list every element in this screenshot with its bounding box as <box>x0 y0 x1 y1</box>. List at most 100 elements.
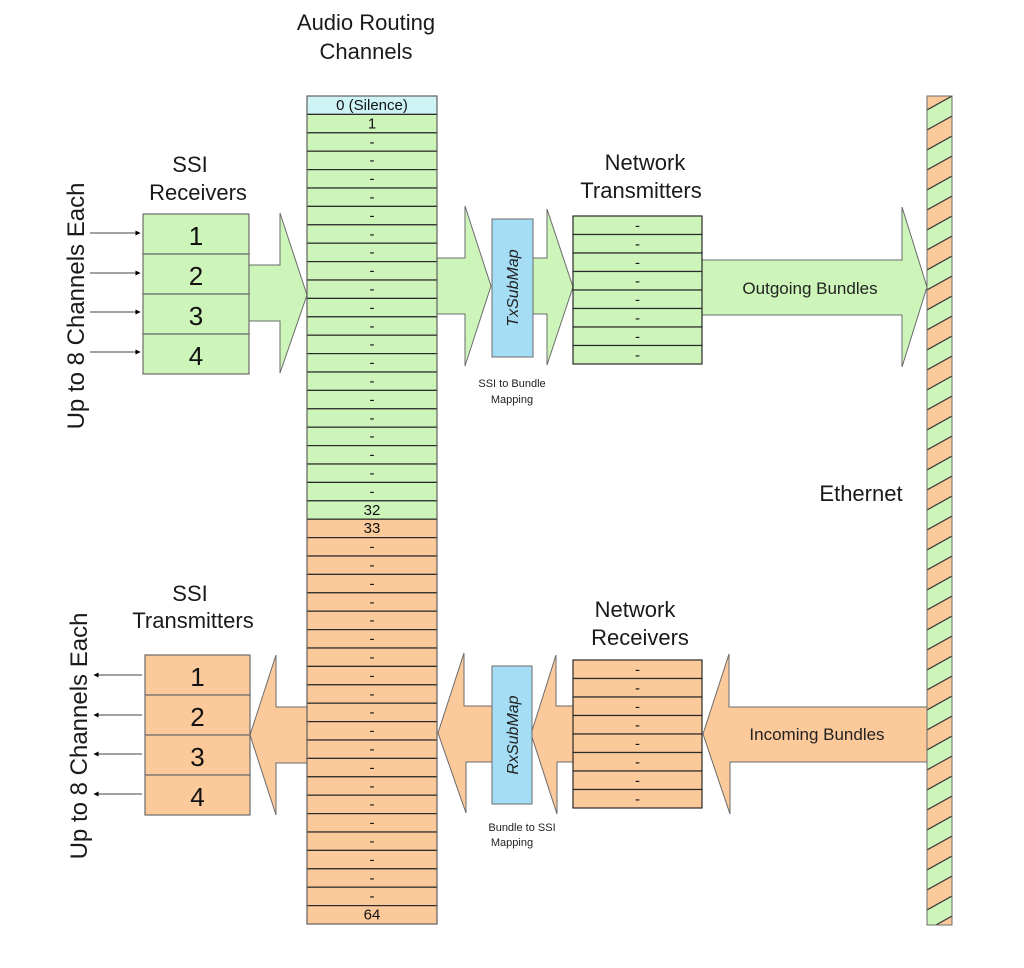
ethernet-stripe <box>927 316 952 350</box>
ethernet-bus <box>926 95 953 926</box>
channel-row: - <box>306 739 438 759</box>
network-receiver-row-label: - <box>635 735 640 752</box>
network-receiver-row: - <box>572 696 703 717</box>
channel-row: - <box>306 389 438 410</box>
network-receiver-row: - <box>572 659 703 680</box>
channel-row-label: - <box>370 612 375 629</box>
txsubmap-to-network-transmitters-arrow <box>531 208 574 366</box>
channel-row: - <box>306 445 438 465</box>
ethernet-stripe <box>927 516 952 550</box>
channel-row: - <box>306 702 438 723</box>
channel-row-label: - <box>370 281 375 298</box>
channel-row-label: - <box>370 318 375 335</box>
channel-row-label: - <box>370 465 375 482</box>
ethernet-label: Ethernet <box>819 481 902 506</box>
ethernet-stripe <box>927 836 952 870</box>
network-transmitters-title-line2: Transmitters <box>580 178 701 203</box>
network-receiver-row-label: - <box>635 772 640 789</box>
channel-row: 64 <box>306 904 438 925</box>
channel-row: - <box>306 536 438 557</box>
network-receivers-title-line1: Network <box>595 597 677 622</box>
channel-row-label: - <box>370 888 375 905</box>
channel-row: - <box>306 463 438 483</box>
channel-row-label: - <box>370 391 375 408</box>
ssi-transmitter: 4 <box>144 774 251 816</box>
channel-row-label: - <box>370 373 375 390</box>
ssi-transmitter-output-arrows <box>93 672 142 797</box>
channel-row: - <box>306 720 438 741</box>
network-transmitter-row: - <box>572 215 703 236</box>
network-receiver-row: - <box>572 733 703 754</box>
incoming-bundles-label: Incoming Bundles <box>749 725 884 744</box>
channel-row: - <box>306 316 438 336</box>
channel-row: - <box>306 665 438 686</box>
network-transmitter-row-label: - <box>635 236 640 253</box>
channel-row-label: 64 <box>364 907 381 924</box>
ssi-transmitter-label: 4 <box>190 782 204 812</box>
ssi-transmitters-side-label: Up to 8 Channels Each <box>66 613 93 860</box>
channel-row-label: - <box>370 833 375 850</box>
network-transmitter-row: - <box>572 307 703 328</box>
ethernet-stripe <box>927 336 952 370</box>
network-receiver-row: - <box>572 714 703 735</box>
channels-to-ssi-transmitters-arrow <box>249 654 308 816</box>
ssi-receiver: 4 <box>142 333 250 375</box>
ethernet-stripe <box>927 396 952 430</box>
ethernet-stripe <box>927 536 952 570</box>
rxsubmap-to-channels-arrow <box>437 652 493 814</box>
ethernet-stripe <box>927 276 952 310</box>
channel-row: - <box>306 886 438 907</box>
channel-row-label: 32 <box>364 502 381 519</box>
txsubmap-box[interactable]: TxSubMap <box>491 218 534 358</box>
ethernet-stripe <box>927 456 952 490</box>
channel-row-label: - <box>370 778 375 795</box>
ssi-receivers-side-label: Up to 8 Channels Each <box>63 183 90 430</box>
ethernet-stripe <box>927 416 952 450</box>
network-receivers-block: -------- <box>572 659 703 809</box>
channel-row: - <box>306 132 438 152</box>
network-receivers-title-line2: Receivers <box>591 625 689 650</box>
network-receiver-row: - <box>572 788 703 809</box>
rxsubmap-label: RxSubMap <box>505 695 522 774</box>
channel-row-label: - <box>370 171 375 188</box>
channel-row-label: - <box>370 741 375 758</box>
ssi-receiver: 1 <box>142 213 250 255</box>
rxsubmap-caption-line1: Bundle to SSI <box>488 822 555 834</box>
channel-row: - <box>306 150 438 171</box>
ethernet-stripe <box>927 436 952 470</box>
channel-row: - <box>306 261 438 281</box>
channel-row-label: - <box>370 152 375 169</box>
network-receiver-row-label: - <box>635 680 640 697</box>
channel-row: - <box>306 297 438 318</box>
channel-row-label: - <box>370 631 375 648</box>
ethernet-stripe <box>927 136 952 170</box>
ethernet-stripe <box>927 156 952 190</box>
channel-row-label: - <box>370 723 375 740</box>
routing-title-line2: Channels <box>320 39 413 64</box>
outgoing-bundles-arrow <box>701 206 928 368</box>
network-receiver-row: - <box>572 770 703 791</box>
ethernet-stripe <box>927 296 952 330</box>
channel-row-label: 33 <box>364 520 381 537</box>
ethernet-stripe <box>927 576 952 610</box>
ethernet-stripe <box>927 116 952 150</box>
ethernet-stripe <box>927 856 952 890</box>
rxsubmap-box[interactable]: RxSubMap <box>491 665 533 805</box>
channel-row: - <box>306 353 438 373</box>
ethernet-stripe <box>927 616 952 650</box>
channel-row: - <box>306 794 438 815</box>
ethernet-stripe <box>927 596 952 630</box>
network-receiver-row-label: - <box>635 717 640 734</box>
channel-row: - <box>306 555 438 575</box>
ethernet-stripe <box>927 176 952 210</box>
network-transmitter-row: - <box>572 289 703 310</box>
ethernet-stripe <box>927 796 952 830</box>
ethernet-stripe <box>927 636 952 670</box>
channel-row-label: - <box>370 686 375 703</box>
network-transmitter-row: - <box>572 344 703 365</box>
channel-row-label: - <box>370 355 375 372</box>
channel-row: - <box>306 610 438 631</box>
